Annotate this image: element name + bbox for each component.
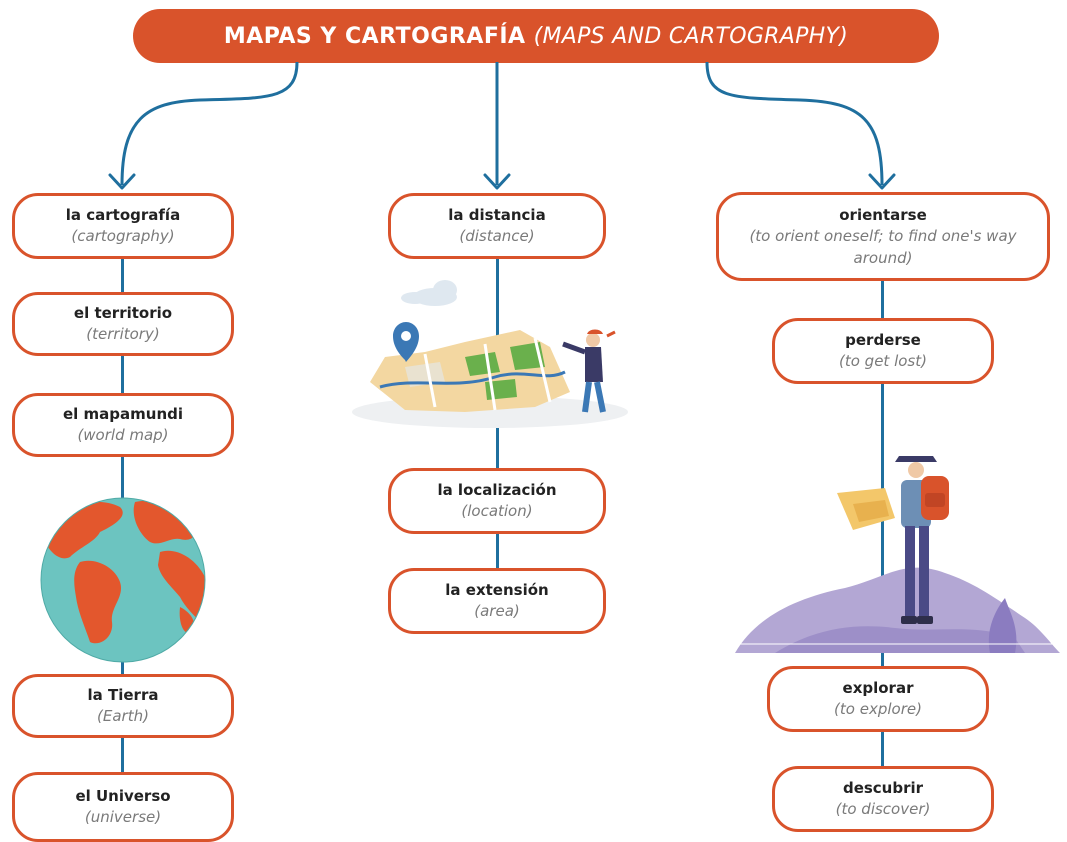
node-gloss: (to get lost) [839, 352, 927, 370]
node-term: la cartografía [65, 206, 181, 224]
node-gloss: (cartography) [71, 227, 175, 245]
node-explorar: explorar (to explore) [767, 666, 989, 732]
diagram-title: MAPAS Y CARTOGRAFÍA (MAPS AND CARTOGRAPH… [133, 9, 939, 63]
title-english: (MAPS AND CARTOGRAPHY) [533, 23, 849, 49]
globe-illustration [40, 497, 206, 663]
node-la-tierra: la Tierra (Earth) [12, 674, 234, 738]
node-gloss: (to explore) [834, 700, 922, 718]
node-term: la distancia [448, 206, 546, 224]
cloud-icon [401, 280, 457, 306]
center-chain-line-2 [496, 534, 499, 570]
node-el-territorio: el territorio (territory) [12, 292, 234, 356]
node-term: explorar [842, 679, 914, 697]
right-chain-line-2 [881, 384, 884, 668]
node-term: el Universo [75, 787, 171, 805]
node-gloss: (location) [461, 502, 533, 520]
node-term: descubrir [842, 779, 924, 797]
right-chain-line-1 [881, 280, 884, 320]
node-orientarse: orientarse (to orient oneself; to find o… [716, 192, 1050, 281]
right-chain-line-3 [881, 732, 884, 768]
location-pin-icon [393, 322, 419, 362]
node-perderse: perderse (to get lost) [772, 318, 994, 384]
arrowhead-left [108, 173, 136, 190]
connector-left [120, 61, 299, 186]
node-gloss: (world map) [77, 426, 169, 444]
node-gloss: (Earth) [97, 707, 149, 725]
node-term: la localización [437, 481, 557, 499]
node-term: perderse [845, 331, 921, 349]
arrowhead-right [868, 173, 896, 190]
node-gloss: (to discover) [835, 800, 931, 818]
title-spanish: MAPAS Y CARTOGRAFÍA [223, 23, 526, 49]
node-el-universo: el Universo (universe) [12, 772, 234, 842]
node-la-distancia: la distancia (distance) [388, 193, 606, 259]
node-descubrir: descubrir (to discover) [772, 766, 994, 832]
node-term: orientarse [839, 205, 927, 224]
node-el-mapamundi: el mapamundi (world map) [12, 393, 234, 457]
person-figure [562, 329, 616, 413]
map-reader-illustration [352, 280, 628, 428]
branch-connectors [108, 61, 896, 190]
node-gloss: (universe) [84, 808, 162, 826]
connector-right [705, 61, 884, 186]
node-la-cartografia: la cartografía (cartography) [12, 193, 234, 259]
hiker-illustration [735, 456, 1060, 653]
node-la-localizacion: la localización (location) [388, 468, 606, 534]
left-chain-line-4 [121, 738, 124, 774]
node-gloss: (area) [474, 602, 520, 620]
left-chain-line-2 [121, 356, 124, 394]
arrowhead-center [483, 173, 511, 190]
node-gloss: (territory) [86, 325, 160, 343]
node-gloss: (to orient oneself; to find one's way ar… [749, 226, 1017, 267]
node-term: la Tierra [87, 686, 159, 704]
node-term: la extensión [445, 581, 549, 599]
hiker-figure [837, 456, 949, 624]
node-term: el territorio [73, 304, 173, 322]
node-la-extension: la extensión (area) [388, 568, 606, 634]
left-chain-line-1 [121, 258, 124, 294]
node-term: el mapamundi [62, 405, 183, 423]
node-gloss: (distance) [459, 227, 535, 245]
